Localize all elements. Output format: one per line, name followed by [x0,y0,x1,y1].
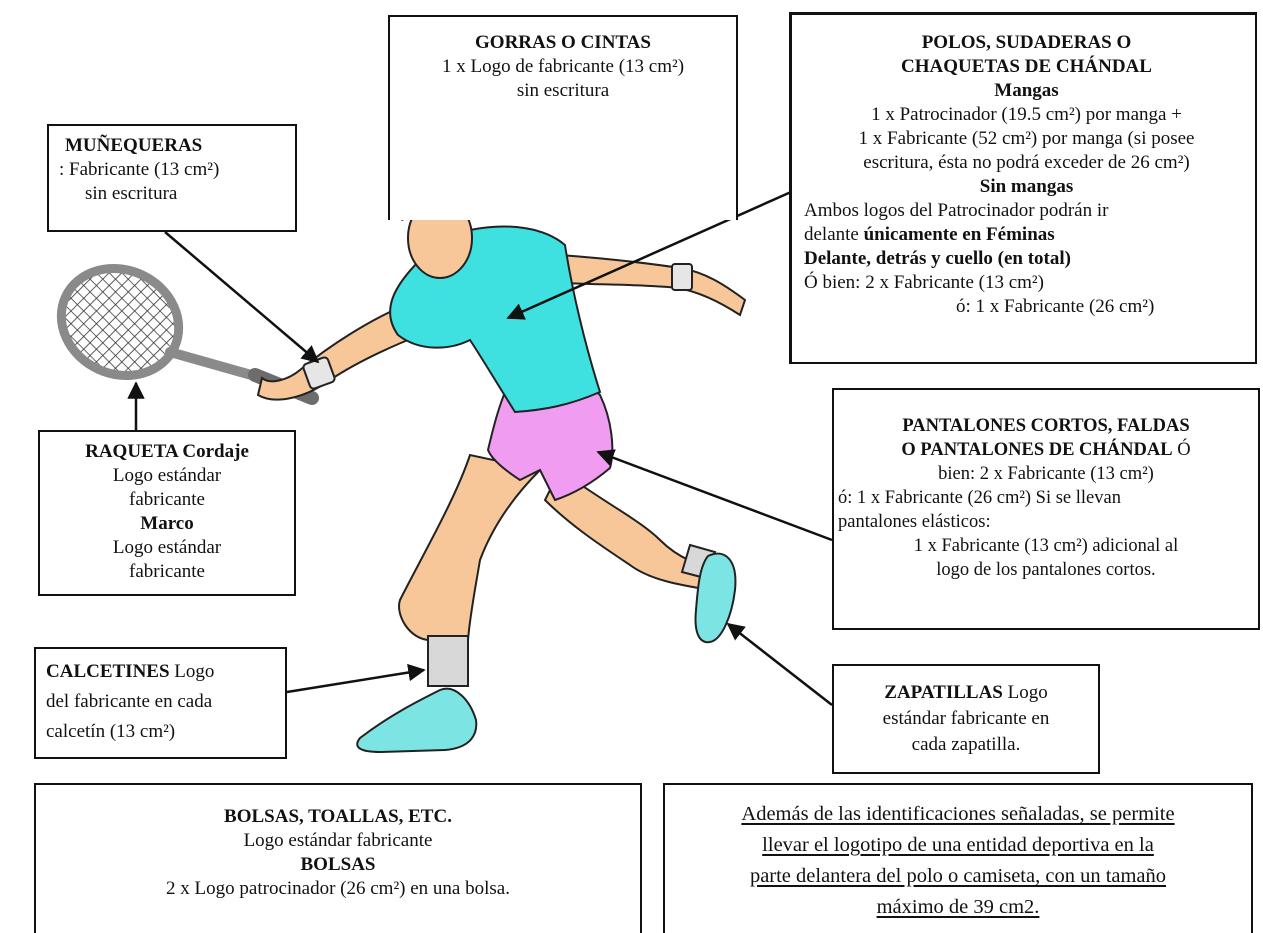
box-munequeras: MUÑEQUERAS : Fabricante (13 cm²) sin esc… [47,124,297,232]
pantalones-title-bold: O PANTALONES DE CHÁNDAL [901,440,1173,460]
calcetines-title-bold: CALCETINES [46,661,170,682]
box-gorras: GORRAS O CINTAS 1 x Logo de fabricante (… [388,15,738,220]
pantalones-line: pantalones elásticos: [838,512,991,532]
calcetines-line: calcetín (13 cm²) [46,721,176,742]
polos-option: Ó bien: 2 x Fabricante (13 cm²) [804,272,1044,293]
pantalones-title-plain: Ó [1172,440,1191,460]
box-raqueta: RAQUETA Cordaje Logo estándar fabricante… [38,430,296,596]
arrow-pantalones [596,449,833,542]
bolsas-heading: BOLSAS [300,854,376,875]
raqueta-title: RAQUETA Cordaje [85,441,249,462]
pantalones-line: ó: 1 x Fabricante (26 cm²) Si se llevan [838,488,1121,508]
polos-mangas-line: 1 x Fabricante (52 cm²) por manga (si po… [858,128,1195,149]
bolsas-line: Logo estándar fabricante [243,830,433,851]
polos-title: POLOS, SUDADERAS O [921,32,1132,53]
gorras-line: sin escritura [516,80,610,101]
box-note: Además de las identificaciones señaladas… [663,783,1253,933]
gorras-line: 1 x Logo de fabricante (13 cm²) [441,56,685,77]
munequeras-line: : Fabricante (13 cm²) [59,159,220,180]
raqueta-line: Logo estándar [112,465,222,486]
racket-arm [256,303,422,401]
arrow-polos [506,186,801,320]
polos-mangas-line: 1 x Patrocinador (19.5 cm²) por manga + [871,104,1182,125]
note-line: Además de las identificaciones señaladas… [665,799,1251,830]
note-line: llevar el logotipo de una entidad deport… [665,830,1251,861]
note-line-text: Además de las identificaciones señaladas… [741,803,1175,825]
note-line: máximo de 39 cm2. [665,892,1251,923]
raqueta-marco-heading: Marco [140,513,194,534]
pointer-arrows [127,124,833,706]
note-line-text: llevar el logotipo de una entidad deport… [762,834,1154,856]
gorras-title: GORRAS O CINTAS [475,32,651,53]
sock-front [427,635,469,687]
pantalones-line: bien: 2 x Fabricante (13 cm²) [938,464,1154,484]
munequeras-title: MUÑEQUERAS [65,135,203,156]
free-arm [558,253,747,317]
box-calcetines: CALCETINES Logo del fabricante en cada c… [34,647,287,759]
note-line-text: máximo de 39 cm2. [876,896,1040,918]
box-zapatillas: ZAPATILLAS Logo estándar fabricante en c… [832,664,1100,774]
pantalones-title: PANTALONES CORTOS, FALDAS [902,416,1190,436]
pantalones-line: 1 x Fabricante (13 cm²) adicional al [913,536,1179,556]
polos-delante-text: delante [804,224,864,245]
calcetines-title: CALCETINES Logo [46,657,285,687]
shoe-back [694,552,737,644]
munequeras-line: sin escritura [85,183,178,204]
note-line-text: parte delantera del polo o camiseta, con… [749,865,1167,887]
zapatillas-line: estándar fabricante en [882,708,1050,729]
polos-feminas-text: únicamente en Féminas [863,224,1055,245]
pantalones-title: O PANTALONES DE CHÁNDAL Ó [838,438,1254,462]
polos-option: ó: 1 x Fabricante (26 cm²) [956,296,1155,317]
polos-sin-mangas-heading: Sin mangas [979,176,1074,197]
arrow-calcetines [286,663,426,694]
polos-mangas-heading: Mangas [994,80,1059,101]
calcetines-line: del fabricante en cada [46,691,213,712]
arrow-munequeras [164,231,320,364]
raqueta-line: Logo estándar [112,537,222,558]
calcetines-title-plain: Logo [169,661,215,682]
shoe-front [356,687,478,754]
polos-mangas-line: escritura, ésta no podrá exceder de 26 c… [863,152,1190,173]
polos-sin-mangas-line: Ambos logos del Patrocinador podrán ir [804,200,1109,221]
box-bolsas: BOLSAS, TOALLAS, ETC. Logo estándar fabr… [34,783,642,933]
bolsas-line: 2 x Logo patrocinador (26 cm²) en una bo… [166,878,510,899]
polos-sin-mangas-line: delante únicamente en Féminas [804,223,1249,247]
note-line: parte delantera del polo o camiseta, con… [665,861,1251,892]
wristband-right [671,263,693,291]
raqueta-line: fabricante [129,489,205,510]
box-pantalones: PANTALONES CORTOS, FALDAS O PANTALONES D… [832,388,1260,630]
zapatillas-title-plain: Logo [1002,682,1048,703]
zapatillas-line: cada zapatilla. [911,734,1021,755]
polos-delante-heading: Delante, detrás y cuello (en total) [804,248,1071,269]
pantalones-line: logo de los pantalones cortos. [936,560,1156,580]
zapatillas-title-bold: ZAPATILLAS [884,682,1003,703]
zapatillas-title: ZAPATILLAS Logo [834,680,1098,706]
raqueta-line: fabricante [129,561,205,582]
bolsas-title: BOLSAS, TOALLAS, ETC. [224,806,452,827]
box-polos: POLOS, SUDADERAS O CHAQUETAS DE CHÁNDAL … [789,12,1257,364]
polos-title: CHAQUETAS DE CHÁNDAL [901,56,1152,77]
arrow-zapatillas [726,622,833,706]
